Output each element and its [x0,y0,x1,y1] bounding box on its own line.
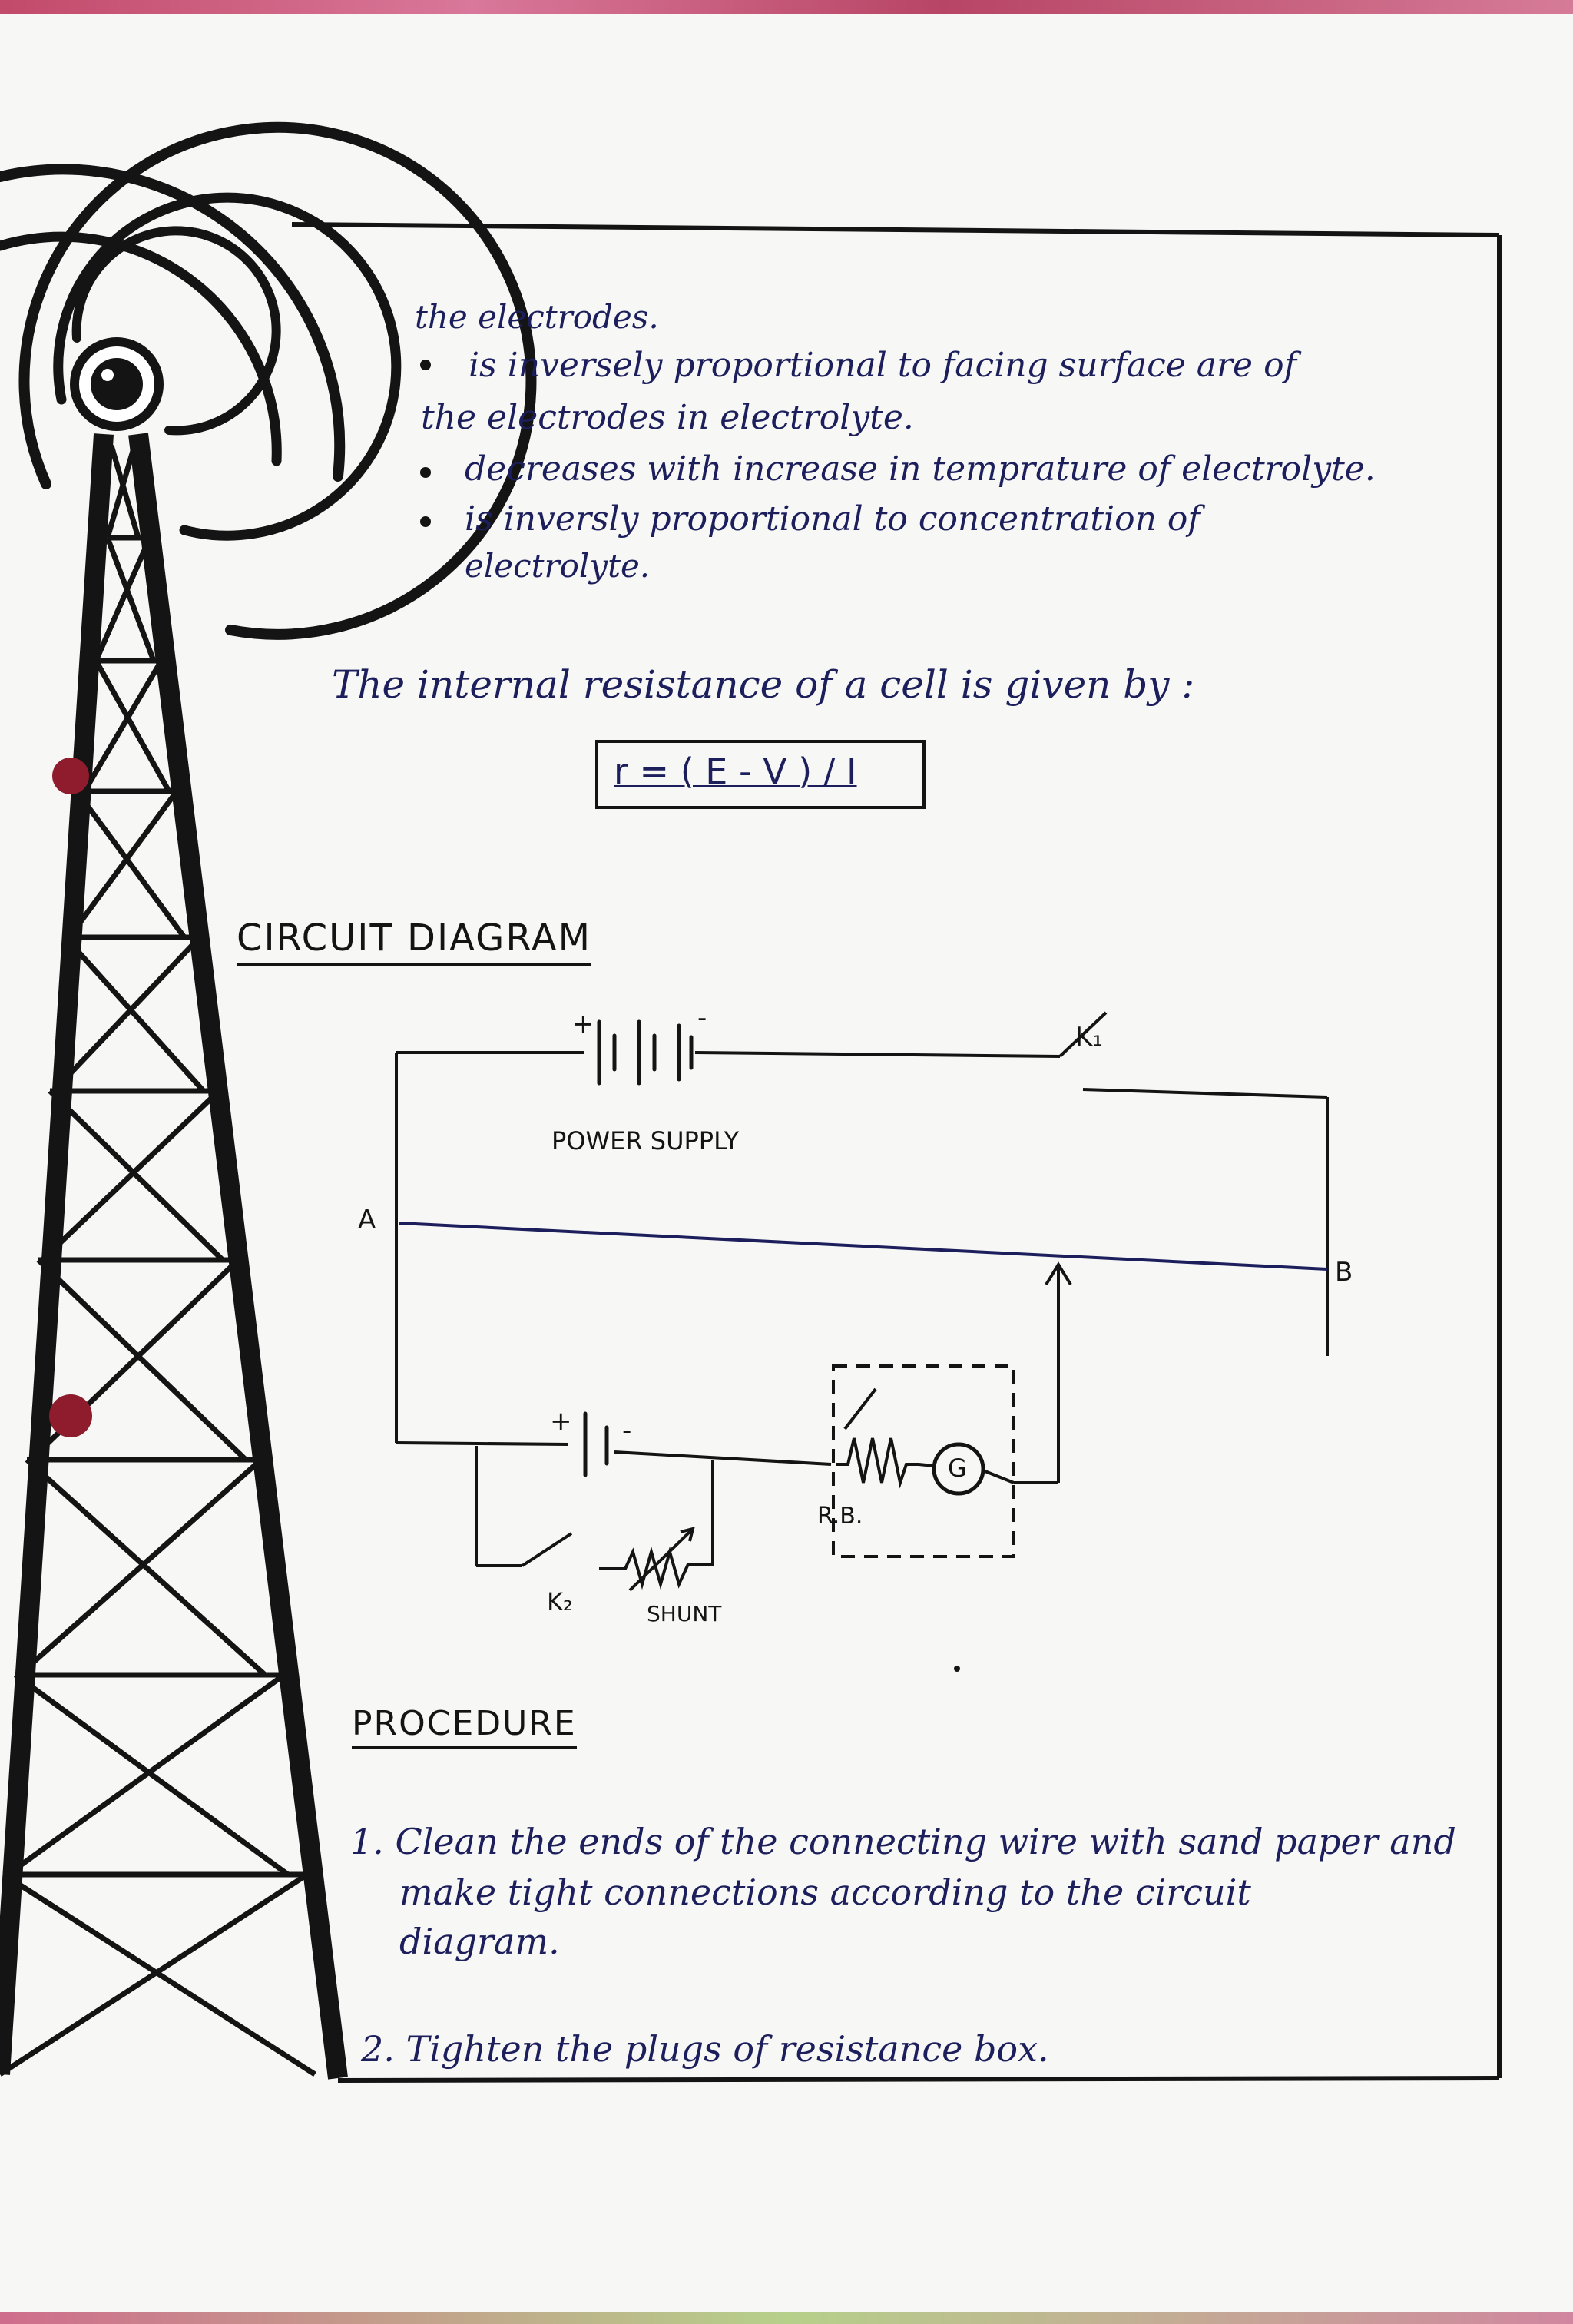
internal-resistance-intro: The internal resistance of a cell is giv… [332,662,1195,707]
circuit-diagram-heading: CIRCUIT DIAGRAM [237,917,591,966]
tower-icon [0,433,348,2080]
power-supply-minus-label: - [697,1003,707,1033]
procedure-step-1-cont: make tight connections according to the … [399,1871,1251,1913]
power-supply-plus-label: + [572,1009,594,1039]
resistance-box-enclosure [832,1364,1015,1558]
resistance-box-resistor-icon [836,1387,919,1489]
internal-resistance-formula: r = ( E - V ) / I [614,751,857,792]
procedure-step-1-end: diagram. [399,1921,560,1962]
cell-icon [583,1411,609,1477]
procedure-step-1: 1. Clean the ends of the connecting wire… [350,1821,1456,1862]
shunt-label: SHUNT [647,1601,722,1626]
key-k2-label: K₂ [547,1587,573,1616]
theory-bullet-3: is inversly proportional to concentratio… [465,499,1200,539]
theory-bullet-1: is inversely proportional to facing surf… [469,346,1296,385]
point-a-label: A [358,1205,376,1235]
power-supply-label: POWER SUPPLY [551,1126,740,1155]
theory-bullet-1-cont: the electrodes in electrolyte. [421,398,914,437]
bullet-marker [420,467,431,478]
theory-bullet-2: decreases with increase in temprature of… [465,449,1376,489]
theory-bullet-3-cont: electrolyte. [465,547,651,585]
galvanometer-label: G [948,1454,967,1483]
procedure-heading: PROCEDURE [352,1704,577,1749]
procedure-step-2: 2. Tighten the plugs of resistance box. [361,2028,1049,2070]
circuit-wires [395,1051,1329,1567]
resistance-box-label: R.B. [817,1503,863,1530]
notebook-bottom-edge [0,2312,1573,2324]
power-supply-battery-icon [597,1019,694,1086]
key-k1-icon [1058,1011,1108,1058]
notebook-top-edge [0,0,1573,14]
key-k2-icon [521,1532,573,1567]
point-b-label: B [1335,1257,1353,1288]
theory-line-electrodes: the electrodes. [415,298,659,336]
galvanometer-icon [932,1442,985,1496]
cell-minus-label: - [622,1415,632,1446]
formula-box: r = ( E - V ) / I [595,740,926,809]
bullet-marker [420,360,431,370]
jockey-arrow-icon [1045,1261,1072,1286]
page-border [291,222,1502,2083]
key-k1-label: K₁ [1075,1022,1103,1053]
cell-plus-label: + [550,1406,572,1437]
bullet-marker [420,516,431,527]
signal-waves-icon [0,121,537,640]
shunt-resistor-icon [599,1527,714,1592]
